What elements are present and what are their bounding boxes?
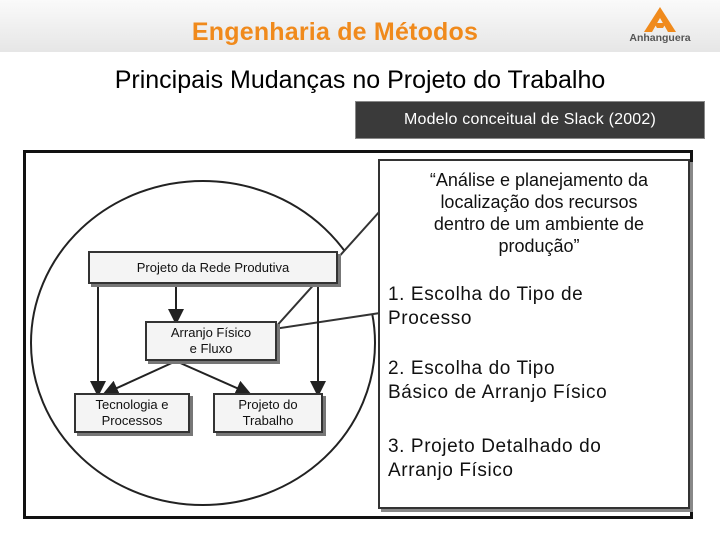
logo-text: Anhanguera xyxy=(629,32,691,44)
arrow-arranjo-trabalho xyxy=(177,361,252,396)
caption-box: Modelo conceitual de Slack (2002) xyxy=(355,101,705,139)
header-title: Engenharia de Métodos xyxy=(191,18,479,46)
callout-item-2: 2. Escolha do Tipo Básico de Arranjo Fís… xyxy=(388,358,608,403)
anhanguera-logo-icon xyxy=(644,7,676,32)
slide-title: Principais Mudanças no Projeto do Trabal… xyxy=(114,66,606,94)
callout-quote: “Análise e planejamento da localização d… xyxy=(429,170,649,256)
diagram-figure: Projeto da Rede Produtiva Arranjo Físico… xyxy=(23,150,693,519)
callout-item-3: 3. Projeto Detalhado do Arranjo Físico xyxy=(388,436,602,481)
box-rede-produtiva: Projeto da Rede Produtiva xyxy=(88,251,338,284)
callout-item-1: 1. Escolha do Tipo de Processo xyxy=(388,284,584,329)
header-bar xyxy=(0,0,720,52)
box-tecnologia-processos: Tecnologia e Processos xyxy=(74,393,190,433)
box-projeto-trabalho: Projeto do Trabalho xyxy=(213,393,323,433)
callout-box: “Análise e planejamento da localização d… xyxy=(378,159,690,509)
box-arranjo-fisico: Arranjo Físico e Fluxo xyxy=(145,321,277,361)
arrow-arranjo-tecnologia xyxy=(102,361,175,396)
scope-ellipse xyxy=(30,180,376,506)
